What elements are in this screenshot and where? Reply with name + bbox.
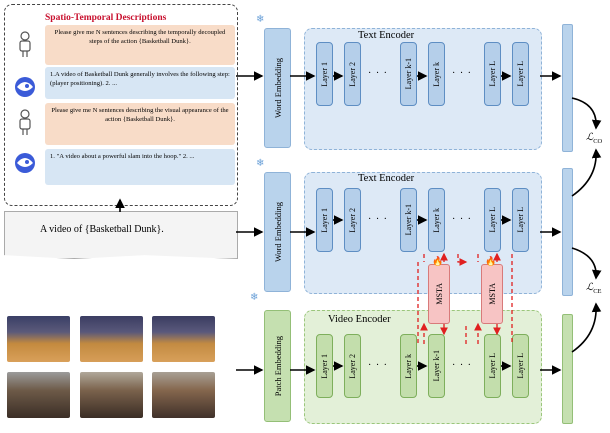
layer-block: Layer 2 xyxy=(344,334,361,398)
text-feature-bar xyxy=(562,24,573,152)
layer-block: Layer 2 xyxy=(344,188,361,252)
bot-message-2: 1. "A video about a powerful slam into t… xyxy=(45,149,235,185)
layer-block: Layer 1 xyxy=(316,334,333,398)
bot-avatar-icon xyxy=(15,153,35,173)
layer-block: Layer L xyxy=(484,334,501,398)
layer-block: Layer k xyxy=(400,334,417,398)
frozen-snowflake-icon: ❄ xyxy=(250,292,259,303)
msta-module: MSTA xyxy=(481,264,503,324)
video-frame xyxy=(7,372,70,418)
word-embedding-top: Word Embedding xyxy=(264,28,291,148)
layer-block: Layer L xyxy=(512,42,529,106)
ellipsis: · · · xyxy=(452,214,472,225)
text-encoder-title: Text Encoder xyxy=(358,173,415,184)
bot-message-1: 1.A video of Basketball Dunk generally i… xyxy=(45,67,235,99)
loss-ce: ℒCE xyxy=(586,282,602,295)
ellipsis: · · · xyxy=(452,360,472,371)
loss-co: ℒCO xyxy=(586,132,603,145)
trainable-flame-icon: 🔥 xyxy=(485,256,497,266)
word-embedding-mid: Word Embedding xyxy=(264,172,291,292)
video-encoder-title: Video Encoder xyxy=(328,314,391,325)
ellipsis: · · · xyxy=(368,214,388,225)
layer-block: Layer 1 xyxy=(316,42,333,106)
text-encoder-top xyxy=(304,28,542,150)
layer-block: Layer k xyxy=(428,42,445,106)
video-caption-box xyxy=(4,211,238,259)
video-frame xyxy=(152,316,215,362)
frozen-snowflake-icon: ❄ xyxy=(256,158,265,169)
patch-embedding: Patch Embedding xyxy=(264,310,291,422)
trainable-flame-icon: 🔥 xyxy=(432,256,444,266)
user-avatar-icon xyxy=(19,109,31,135)
layer-block: Layer k-1 xyxy=(400,42,417,106)
layer-block: Layer L xyxy=(512,188,529,252)
ellipsis: · · · xyxy=(368,68,388,79)
layer-block: Layer k xyxy=(428,188,445,252)
msta-module: MSTA xyxy=(428,264,450,324)
layer-block: Layer L xyxy=(484,188,501,252)
text-encoder-title: Text Encoder xyxy=(358,30,415,41)
layer-block: Layer 2 xyxy=(344,42,361,106)
video-feature-bar xyxy=(562,314,573,424)
user-avatar-icon xyxy=(19,31,31,57)
video-frame xyxy=(80,316,143,362)
prompt-panel: Spatio-Temporal Descriptions Please give… xyxy=(4,4,238,206)
layer-block: Layer k-1 xyxy=(428,334,445,398)
layer-block: Layer k-1 xyxy=(400,188,417,252)
video-frame xyxy=(7,316,70,362)
ellipsis: · · · xyxy=(452,68,472,79)
ellipsis: · · · xyxy=(368,360,388,371)
text-feature-bar xyxy=(562,168,573,296)
layer-block: Layer L xyxy=(484,42,501,106)
video-frame xyxy=(152,372,215,418)
user-message-2: Please give me N sentences describing th… xyxy=(45,103,235,145)
frozen-snowflake-icon: ❄ xyxy=(256,14,265,25)
video-caption: A video of {Basketball Dunk}. xyxy=(40,224,164,235)
bot-avatar-icon xyxy=(15,77,35,97)
layer-block: Layer L xyxy=(512,334,529,398)
panel-title: Spatio-Temporal Descriptions xyxy=(45,13,167,23)
layer-block: Layer 1 xyxy=(316,188,333,252)
video-frame xyxy=(80,372,143,418)
user-message-1: Please give me N sentences describing th… xyxy=(45,25,235,65)
